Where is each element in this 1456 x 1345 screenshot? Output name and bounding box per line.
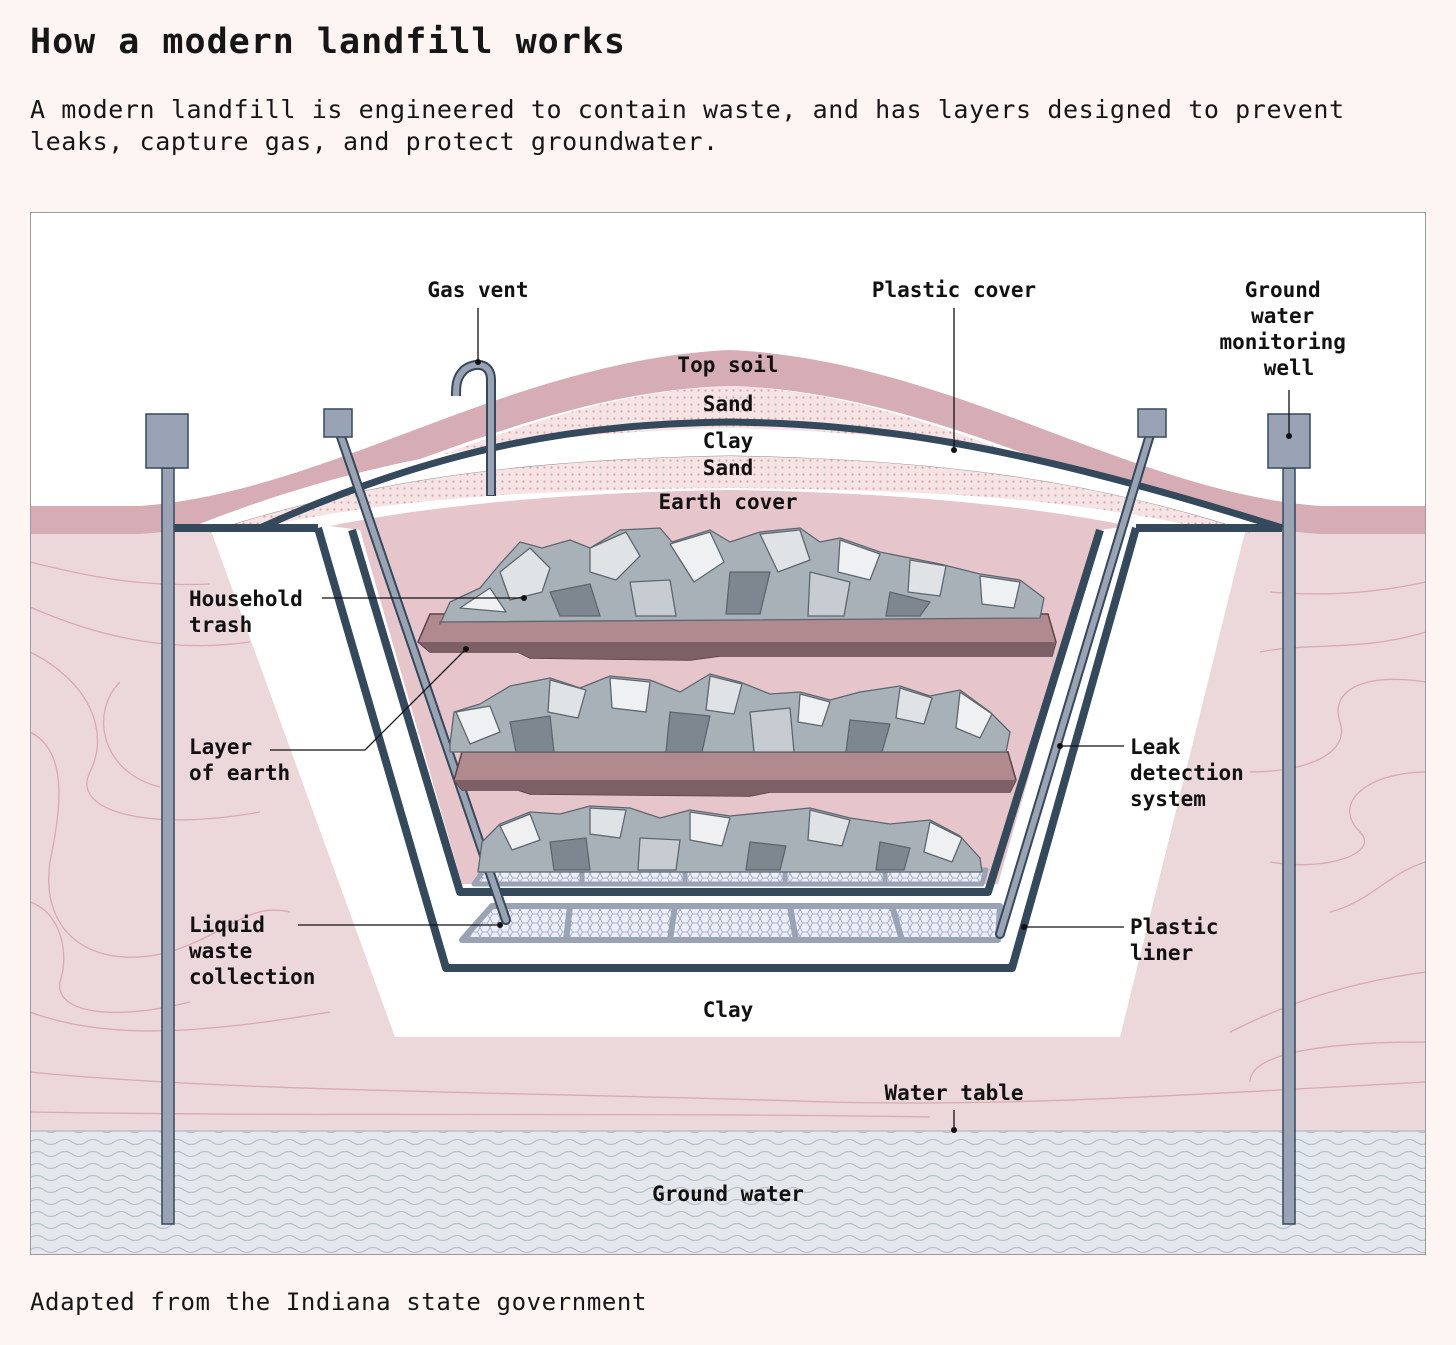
earth-layer-upper-bottom	[418, 642, 1056, 660]
monitoring-well-right	[1267, 413, 1311, 1225]
plastic-cover	[170, 418, 1284, 532]
label-gas-vent: Gas vent	[427, 278, 528, 302]
label-household-trash: Household trash	[189, 587, 315, 637]
ground-water-area	[30, 1131, 1426, 1255]
source-note: Adapted from the Indiana state governmen…	[30, 1288, 648, 1316]
sand-lower-layer	[210, 456, 1250, 532]
trash-pile-top	[439, 527, 1045, 625]
gas-vent-pipe-inner	[453, 361, 494, 495]
liquid-waste-collection-grid	[459, 903, 1003, 943]
label-liquid-waste-collection: Liquid waste collection	[189, 913, 315, 989]
outer-plastic-liner	[314, 526, 1140, 972]
leader-lines	[270, 308, 1292, 1133]
trash-pile-middle	[449, 673, 1011, 753]
label-sand-bottom: Sand	[703, 456, 754, 480]
leak-detection-cap-right	[1137, 408, 1167, 438]
label-clay-bottom: Clay	[703, 998, 754, 1022]
label-clay-top: Clay	[703, 429, 754, 453]
label-sand-top: Sand	[703, 392, 754, 416]
upper-collection-grid	[471, 867, 989, 887]
label-earth-cover: Earth cover	[658, 490, 797, 514]
page-title: How a modern landfill works	[30, 22, 626, 62]
inner-plastic-liner	[348, 528, 1104, 896]
label-plastic-cover: Plastic cover	[872, 278, 1036, 302]
trash-pile-bottom	[477, 805, 983, 873]
page-subtitle: A modern landfill is engineered to conta…	[30, 95, 1345, 156]
label-plastic-liner: Plastic liner	[1130, 915, 1231, 965]
label-top-soil: Top soil	[677, 353, 778, 377]
label-monitoring-well: Ground water monitoring well	[1219, 278, 1358, 380]
sand-upper-layer	[180, 386, 1280, 532]
leak-detection-cap-left	[323, 408, 353, 438]
leak-detection-pipe-left-inner	[335, 425, 509, 923]
monitoring-well-left	[145, 413, 189, 1225]
label-leak-detection-system: Leak detection system	[1130, 735, 1256, 811]
label-water-table: Water table	[884, 1081, 1023, 1105]
label-layer-of-earth: Layer of earth	[189, 735, 290, 785]
landfill-diagram: Gas vent Plastic cover Ground water moni…	[30, 212, 1426, 1255]
earth-layer-lower-bottom	[454, 780, 1016, 796]
diagram-frame	[30, 212, 1426, 1255]
label-ground-water: Ground water	[652, 1182, 804, 1206]
leak-detection-pipe-right-inner	[997, 425, 1155, 937]
